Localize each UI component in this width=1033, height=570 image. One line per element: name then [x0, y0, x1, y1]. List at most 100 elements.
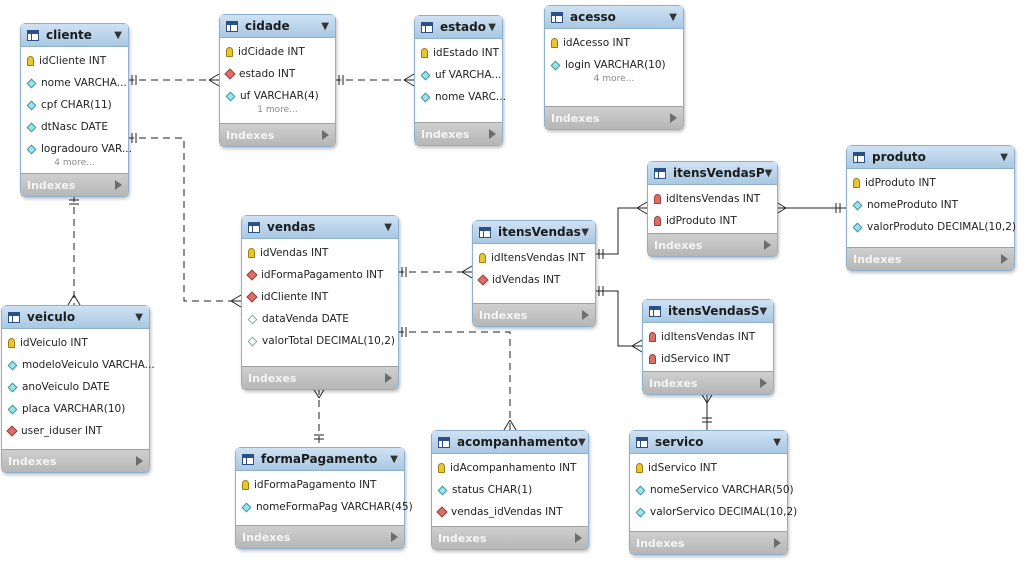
expand-arrow-icon[interactable]: [575, 533, 582, 543]
collapse-arrow-icon[interactable]: ▼: [759, 305, 768, 317]
collapse-arrow-icon[interactable]: ▼: [390, 453, 398, 465]
indexes-section[interactable]: Indexes: [473, 303, 595, 326]
indexes-section[interactable]: Indexes: [643, 371, 773, 394]
collapse-arrow-icon[interactable]: ▼: [384, 221, 392, 233]
table-header[interactable]: cidade▼: [220, 15, 335, 38]
table-header[interactable]: acompanhamento▼: [432, 431, 588, 454]
column-row[interactable]: idVendas INT: [473, 269, 595, 291]
column-row[interactable]: uf VARCHA...: [415, 64, 502, 86]
collapse-arrow-icon[interactable]: ▼: [581, 226, 589, 238]
collapse-arrow-icon[interactable]: ▼: [773, 436, 781, 448]
more-columns-indicator[interactable]: 1 more...: [257, 105, 298, 115]
collapse-arrow-icon[interactable]: ▼: [114, 29, 122, 41]
collapse-arrow-icon[interactable]: ▼: [578, 436, 586, 448]
column-row[interactable]: idProduto INT: [648, 210, 777, 232]
indexes-section[interactable]: Indexes: [220, 123, 335, 146]
expand-arrow-icon[interactable]: [774, 538, 781, 548]
column-row[interactable]: idItensVendas INT: [643, 326, 773, 348]
column-row[interactable]: idAcompanhamento INT: [432, 457, 588, 479]
table-header[interactable]: itensVendas▼: [473, 221, 595, 244]
expand-arrow-icon[interactable]: [115, 180, 122, 190]
indexes-section[interactable]: Indexes: [21, 173, 128, 196]
table-header[interactable]: cliente▼: [21, 24, 128, 47]
table-header[interactable]: vendas▼: [242, 216, 398, 239]
expand-arrow-icon[interactable]: [764, 240, 771, 250]
column-row[interactable]: idServico INT: [630, 457, 787, 479]
indexes-section[interactable]: Indexes: [242, 366, 398, 389]
table-header[interactable]: produto▼: [847, 146, 1014, 169]
table-header[interactable]: servico▼: [630, 431, 787, 454]
indexes-section[interactable]: Indexes: [236, 525, 404, 548]
indexes-section[interactable]: Indexes: [648, 233, 777, 256]
column-row[interactable]: vendas_idVendas INT: [432, 501, 588, 523]
column-row[interactable]: idVendas INT: [242, 242, 398, 264]
expand-arrow-icon[interactable]: [385, 373, 392, 383]
column-row[interactable]: idServico INT: [643, 348, 773, 370]
expand-arrow-icon[interactable]: [1001, 254, 1008, 264]
column-row[interactable]: idItensVendas INT: [473, 247, 595, 269]
table-header[interactable]: estado▼: [415, 16, 502, 39]
column-row[interactable]: idFormaPagamento INT: [236, 474, 404, 496]
table-header[interactable]: veiculo▼: [2, 306, 149, 329]
more-columns-indicator[interactable]: 4 more...: [54, 158, 95, 168]
collapse-arrow-icon[interactable]: ▼: [1000, 151, 1008, 163]
indexes-section[interactable]: Indexes: [630, 531, 787, 554]
column-row[interactable]: placa VARCHAR(10): [2, 398, 149, 420]
column-row[interactable]: idItensVendas INT: [648, 188, 777, 210]
column-row[interactable]: dtNasc DATE: [21, 116, 128, 138]
column-row[interactable]: nomeProduto INT: [847, 194, 1014, 216]
column-row[interactable]: idCliente INT: [242, 286, 398, 308]
column-row[interactable]: logradouro VAR...: [21, 138, 132, 160]
column-row[interactable]: login VARCHAR(10): [545, 54, 683, 76]
column-row[interactable]: idProduto INT: [847, 172, 1014, 194]
expand-arrow-icon[interactable]: [760, 378, 767, 388]
column-row[interactable]: idAcesso INT: [545, 32, 683, 54]
more-columns-indicator[interactable]: 4 more...: [593, 74, 635, 84]
column-row[interactable]: idVeiculo INT: [2, 332, 149, 354]
table-header[interactable]: formaPagamento▼: [236, 448, 404, 471]
indexes-section[interactable]: Indexes: [847, 247, 1014, 270]
column-row[interactable]: uf VARCHAR(4): [220, 85, 335, 107]
column-row[interactable]: valorServico DECIMAL(10,2): [630, 501, 797, 523]
table-header[interactable]: itensVendasP▼: [648, 162, 777, 185]
collapse-arrow-icon[interactable]: ▼: [488, 21, 496, 33]
collapse-arrow-icon[interactable]: ▼: [321, 20, 329, 32]
column-row[interactable]: valorProduto DECIMAL(10,2): [847, 216, 1016, 238]
column-row[interactable]: modeloVeiculo VARCHA...: [2, 354, 155, 376]
indexes-section[interactable]: Indexes: [2, 449, 149, 472]
column-row[interactable]: dataVenda DATE: [242, 308, 398, 330]
column-row[interactable]: nome VARCHA...: [21, 72, 128, 94]
column-row[interactable]: user_iduser INT: [2, 420, 149, 442]
column-row[interactable]: idCidade INT: [220, 41, 335, 63]
column-row[interactable]: nomeServico VARCHAR(50): [630, 479, 794, 501]
indexes-section[interactable]: Indexes: [415, 122, 502, 145]
column-row[interactable]: cpf CHAR(11): [21, 94, 128, 116]
expand-arrow-icon[interactable]: [582, 310, 589, 320]
indexes-section[interactable]: Indexes: [432, 526, 588, 549]
table-header[interactable]: acesso▼: [545, 6, 683, 29]
column-row[interactable]: status CHAR(1): [432, 479, 588, 501]
expand-arrow-icon[interactable]: [670, 113, 677, 123]
expand-arrow-icon[interactable]: [322, 130, 329, 140]
column-row[interactable]: idCliente INT: [21, 50, 128, 72]
column-row[interactable]: nome VARC...: [415, 86, 506, 108]
collapse-arrow-icon[interactable]: ▼: [669, 11, 677, 23]
indexes-section[interactable]: Indexes: [545, 106, 683, 129]
column-row[interactable]: valorTotal DECIMAL(10,2): [242, 330, 398, 352]
expand-arrow-icon[interactable]: [136, 456, 143, 466]
column-row[interactable]: estado INT: [220, 63, 335, 85]
collapse-arrow-icon[interactable]: ▼: [135, 311, 143, 323]
expand-arrow-icon[interactable]: [489, 129, 496, 139]
